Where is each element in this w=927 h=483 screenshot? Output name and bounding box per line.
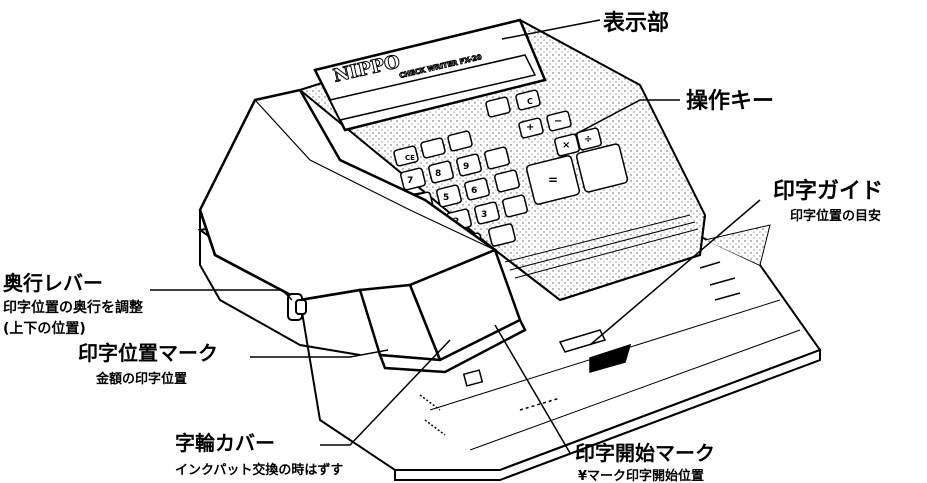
guide-callout-title: 印字ガイド [773, 178, 883, 204]
wheel-cover-callout-title: 字輪カバー [175, 431, 275, 455]
depth-lever-callout-title: 奥行レバー [3, 271, 103, 295]
depth-lever-callout-desc: 印字位置の奥行を調整 [3, 299, 144, 316]
key-label: 8 [435, 169, 441, 179]
display-panel: NIPPO CHECK WRITER FX-20 [313, 18, 547, 132]
key-label: 7 [407, 176, 413, 186]
key-label: 5 [443, 193, 449, 203]
start-mark-callout-desc: ¥マーク印字開始位置 [578, 468, 704, 483]
key-label: 9 [463, 162, 469, 172]
depth-lever[interactable] [287, 293, 307, 321]
key-label: − [554, 116, 562, 127]
depth-lever-callout-desc2: (上下の位置) [3, 320, 86, 337]
leader-lines [150, 19, 761, 454]
key-label: 3 [481, 210, 487, 220]
key-label: + [526, 122, 534, 133]
keys-callout-title: 操作キー [686, 89, 774, 114]
position-mark-callout-title: 印字位置マーク [78, 341, 218, 365]
start-mark-callout-title: 印字開始マーク [575, 441, 715, 465]
key-label: 6 [471, 186, 477, 196]
wheel-cover-callout-desc: インクパット交換の時はずす [175, 462, 343, 478]
key-label: ÷ [584, 134, 592, 145]
position-mark-callout-desc: 金額の印字位置 [95, 371, 187, 387]
display-callout-title: 表示部 [603, 10, 669, 36]
key-label: C [527, 97, 533, 106]
key-label: × [562, 140, 570, 151]
print-head-housing [198, 88, 527, 374]
print-guide-marks [419, 261, 741, 436]
guide-callout-desc: 印字位置の目安 [790, 208, 881, 224]
key-label: CE [405, 154, 415, 162]
key-label: = [548, 173, 558, 187]
